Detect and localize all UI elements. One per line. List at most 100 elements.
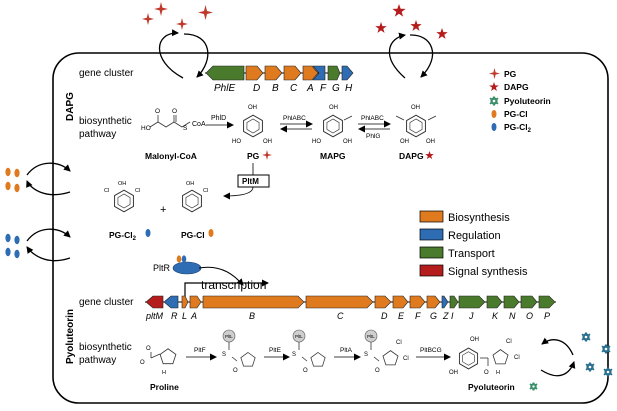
gene-plti xyxy=(449,295,459,309)
intermediate1-s: S xyxy=(222,352,226,358)
pg-cl2-oh-top: OH xyxy=(118,181,126,187)
mapg-oh-top: OH xyxy=(329,105,338,111)
pyoluteorin-oh-1: OH xyxy=(470,337,479,343)
plte-enzyme: PltE xyxy=(269,347,282,354)
pg-cl2-ring xyxy=(114,189,134,213)
legend-pg-cl: PG-Cl xyxy=(504,109,528,119)
pltl-carrier-label-2: PltL xyxy=(295,334,303,339)
gene-pltb xyxy=(202,295,305,309)
gene-phld xyxy=(245,65,264,81)
proline-o: O xyxy=(146,346,151,352)
transcription-label: transcription xyxy=(201,278,266,292)
pyoluteorin-nh: H xyxy=(496,370,500,376)
plt-gene-label-l: L xyxy=(182,311,187,321)
dapg-name-icon xyxy=(425,151,434,160)
proline-name: Proline xyxy=(150,382,179,392)
plt-gene-label-pltm: pltM xyxy=(145,311,164,321)
plt-gene-label-o: O xyxy=(526,311,533,321)
legend-pg-cl2: PG-Cl2 xyxy=(504,122,532,134)
gene-label-phle: PhlE xyxy=(214,83,235,94)
dapg-section-label: DAPG xyxy=(65,92,76,121)
phlabc-enzyme-2: PhlABC xyxy=(361,115,384,122)
gene-label-g: G xyxy=(332,83,340,94)
pyoluteorin-legend-icon xyxy=(489,96,499,106)
intermediate1-ring xyxy=(240,352,256,367)
gene-pltk xyxy=(486,295,503,309)
malonyl-s: S xyxy=(183,125,188,132)
plt-gene-label-b: B xyxy=(249,311,255,321)
pg-name-icon xyxy=(262,150,272,160)
pg-oh-left: HO xyxy=(232,139,241,145)
intermediate3-s: S xyxy=(364,352,368,358)
gene-pltp xyxy=(538,295,556,309)
pg-cl-oh-top: OH xyxy=(186,181,194,187)
gene-pltr xyxy=(163,295,179,309)
gene-label-h: H xyxy=(345,83,353,94)
pltl-carrier-label-1: PltL xyxy=(225,334,233,339)
mapg-oh-left: HO xyxy=(312,139,321,145)
pltr-label: PltR xyxy=(153,263,171,273)
dapg-stars-outside xyxy=(375,4,448,39)
malonyl-ho: HO xyxy=(141,125,151,132)
plt-gene-label-d: D xyxy=(381,311,388,321)
gene-label-c: C xyxy=(290,83,298,94)
legend-biosynthesis: Biosynthesis xyxy=(448,212,510,224)
pg-cl-name-icon xyxy=(208,229,214,237)
pyoluteorin-cl-2: Cl xyxy=(514,355,520,361)
pyoluteorin-pyrrole xyxy=(492,349,509,365)
pyoluteorin-benzene xyxy=(458,347,479,370)
gene-pltg xyxy=(426,295,441,309)
transcription-arrow xyxy=(184,279,269,301)
intermediate3-ring xyxy=(382,350,399,366)
pg-cl2-name: PG-Cl2 xyxy=(109,230,137,242)
malonyl-o2: O xyxy=(172,108,177,115)
compound-legend: PG DAPG Pyoluteorin PG-Cl PG-Cl2 xyxy=(489,68,551,134)
gene-phlf xyxy=(312,65,326,81)
pg-cl-name: PG-Cl xyxy=(181,230,205,240)
plt-gene-label-k: K xyxy=(492,311,499,321)
legend-dapg: DAPG xyxy=(504,82,529,92)
gene-pltz xyxy=(441,295,449,309)
gene-pltf xyxy=(409,295,426,309)
dapg-gene-cluster-label: gene cluster xyxy=(79,68,134,79)
dapg-oh-left: OH xyxy=(400,139,409,145)
legend-pyoluteorin: Pyoluteorin xyxy=(504,96,551,106)
intermediate2-s: S xyxy=(292,352,296,358)
legend-swatch-regulation xyxy=(419,228,444,241)
plt-pathway-label-2: pathway xyxy=(79,355,116,366)
mapg-ring xyxy=(323,114,343,138)
pg-ring xyxy=(243,114,263,138)
cell-membrane xyxy=(52,52,609,404)
malonyl-o1: O xyxy=(155,108,160,115)
intermediate3-cl-2: Cl xyxy=(403,356,409,362)
pg-legend-icon xyxy=(489,68,500,79)
malonyl-coa-structure xyxy=(149,115,191,128)
pltf-enzyme: PltF xyxy=(194,347,206,354)
dapg-gene-labels: PhlE D B C A F G H xyxy=(214,83,353,94)
plt-gene-label-a: A xyxy=(190,311,197,321)
gene-pltm xyxy=(145,295,164,309)
gene-label-d: D xyxy=(253,83,260,94)
legend-swatch-signal xyxy=(419,264,444,277)
pltbcg-enzyme: PltBCG xyxy=(420,347,442,354)
malonyl-coa-name: Malonyl-CoA xyxy=(145,151,197,161)
phlg-enzyme: PhlG xyxy=(366,133,380,140)
plt-gene-label-r: R xyxy=(171,311,178,321)
plt-gene-label-i: I xyxy=(451,311,454,321)
intermediate1-o: O xyxy=(233,368,238,374)
gene-label-f: F xyxy=(320,83,327,94)
pyoluteorin-cl-1: Cl xyxy=(506,339,512,345)
transport-arrows xyxy=(26,29,576,377)
pltm-arrow xyxy=(223,186,254,200)
pg-name: PG xyxy=(247,151,260,161)
gene-label-a: A xyxy=(306,83,314,94)
plt-gene-label-n: N xyxy=(509,311,516,321)
plt-gene-arrows xyxy=(145,295,556,309)
pyoluteorin-section-label: Pyoluteorin xyxy=(65,309,76,364)
plt-gene-label-g: G xyxy=(430,311,437,321)
dapg-ring xyxy=(406,114,426,138)
pyoluteorin-o: O xyxy=(484,370,489,376)
dapg-legend-icon xyxy=(489,82,499,92)
pg-cl2-name-icon xyxy=(145,229,151,237)
pg-cl-ring xyxy=(182,189,202,213)
